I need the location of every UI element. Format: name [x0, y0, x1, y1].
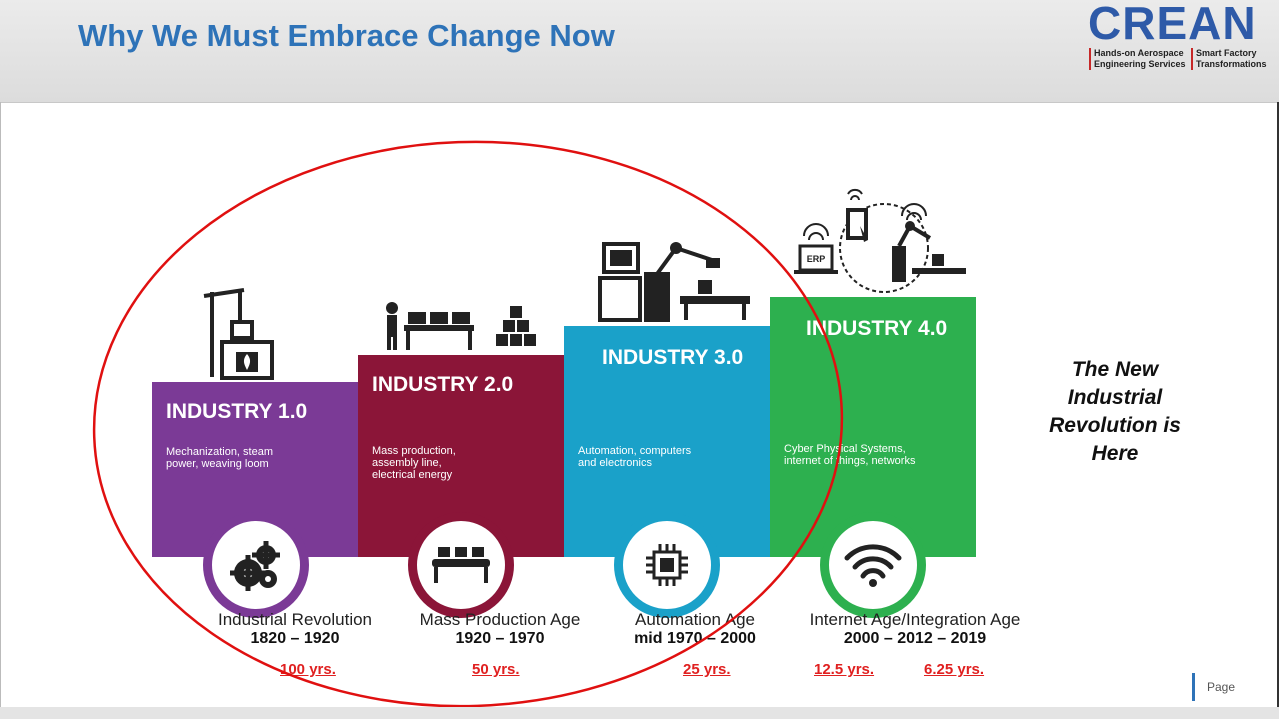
duration-3: 25 yrs. [683, 661, 731, 678]
microchip-icon [646, 544, 688, 586]
robot-arm-computer-icon [598, 242, 750, 322]
era-3: Automation Age mid 1970 – 2000 [600, 610, 790, 648]
era-3-name: Automation Age [634, 610, 756, 629]
wifi-circle [820, 512, 926, 618]
industry-4-label: INDUSTRY 4.0 [806, 317, 948, 340]
gears-circle [203, 512, 309, 618]
era-2-name: Mass Production Age [419, 610, 581, 629]
era-2-years: 1920 – 1970 [455, 630, 545, 647]
duration-5: 6.25 yrs. [924, 661, 985, 678]
slide-left-border [0, 102, 1, 707]
industry-3-desc: Automation, computers and electronics [578, 445, 692, 469]
era-4-name: Internet Age/Integration Age [809, 610, 1021, 629]
logo-wordmark: CREAN [1088, 0, 1257, 49]
oil-pump-factory-icon [203, 288, 274, 380]
era-1-years: 1820 – 1920 [250, 630, 340, 647]
conveyor-belt-icon [432, 547, 490, 583]
slide-title: Why We Must Embrace Change Now [78, 18, 615, 53]
logo-tagline-smart-factory: Smart Factory Transformations [1191, 48, 1267, 70]
slide-right-border [1277, 102, 1279, 707]
gears-icon [230, 541, 280, 591]
era-4-years: 2000 – 2012 – 2019 [843, 630, 987, 647]
erp-tablet-robot-network-icon: ERP [794, 188, 966, 293]
industry-2-desc: Mass production, assembly line, electric… [372, 445, 456, 481]
microchip-circle [614, 512, 720, 618]
industry-1-desc: Mechanization, steam power, weaving loom [166, 446, 273, 470]
conveyor-circle [408, 512, 514, 618]
era-1: Industrial Revolution 1820 – 1920 [190, 610, 400, 648]
crean-logo: CREAN Hands-on Aerospace Engineering Ser… [1088, 0, 1279, 82]
wifi-icon [844, 544, 902, 587]
industry-1-label: INDUSTRY 1.0 [166, 400, 308, 423]
worker-conveyor-boxes-icon [386, 302, 536, 350]
industry-4-desc: Cyber Physical Systems, internet of thin… [784, 443, 916, 467]
industry-3-label: INDUSTRY 3.0 [602, 346, 744, 369]
page-marker-bar [1192, 673, 1195, 701]
era-1-name: Industrial Revolution [217, 610, 373, 629]
slide-footer [0, 707, 1279, 719]
era-2: Mass Production Age 1920 – 1970 [395, 610, 605, 648]
svg-text:ERP: ERP [807, 254, 826, 264]
duration-1: 100 yrs. [280, 661, 336, 678]
slide-header: Why We Must Embrace Change Now CREAN Han… [0, 0, 1279, 103]
duration-2: 50 yrs. [472, 661, 520, 678]
era-4: Internet Age/Integration Age 2000 – 2012… [780, 610, 1050, 648]
page-label: Page [1207, 680, 1236, 694]
logo-tagline-aerospace: Hands-on Aerospace Engineering Services [1089, 48, 1186, 70]
era-3-years: mid 1970 – 2000 [634, 630, 756, 647]
new-revolution-callout: The New Industrial Revolution is Here [1049, 358, 1181, 465]
duration-4: 12.5 yrs. [814, 661, 875, 678]
industry-2-label: INDUSTRY 2.0 [372, 373, 514, 396]
